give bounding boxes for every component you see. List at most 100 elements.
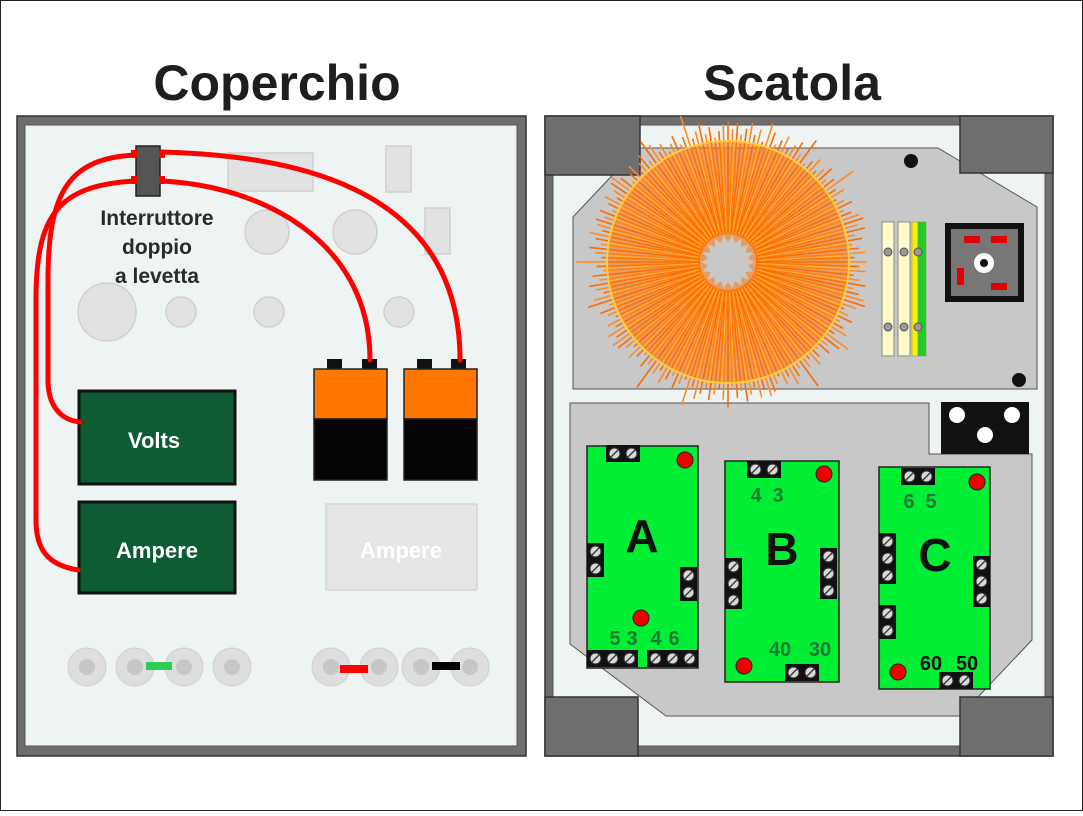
terminal-screw-slot — [684, 588, 693, 597]
toroid-winding — [736, 148, 766, 234]
strip-bar-2 — [897, 221, 911, 357]
toroid-winding — [702, 145, 723, 233]
terminal-screw-slot — [651, 654, 660, 663]
toroid-winding — [747, 173, 809, 241]
jack-hole-7 — [413, 659, 429, 675]
terminal-block — [879, 533, 896, 584]
toroid-winding — [611, 267, 699, 288]
terminal-screw-slot — [625, 654, 634, 663]
battery-2-bottom — [403, 418, 478, 481]
board-c-letter: C — [918, 529, 951, 581]
toroid-winding — [751, 191, 825, 245]
toroid-winding — [652, 284, 710, 355]
toroid-winding — [667, 287, 714, 366]
inlet-pin-3 — [957, 268, 964, 285]
toroid-winding — [752, 277, 829, 328]
board-leds — [632, 451, 986, 681]
board-a-led-2 — [632, 609, 650, 627]
toroid-winding — [714, 143, 726, 233]
toroid-winding — [752, 196, 829, 247]
strip-bar-1 — [881, 221, 895, 357]
toroid-winding — [755, 273, 837, 311]
terminal-block — [587, 543, 604, 577]
toroid-winding — [745, 165, 799, 239]
corner-block-br — [959, 696, 1054, 757]
toroid-winding — [728, 143, 735, 233]
battery-2-terminal-neg — [417, 359, 432, 370]
toroid-winding — [619, 273, 701, 311]
toroid-winding — [748, 282, 813, 347]
jacks — [67, 647, 490, 687]
terminal-screw-slot — [729, 562, 738, 571]
terminal-screw-slot — [960, 676, 969, 685]
terminal-screw-slot — [591, 654, 600, 663]
ghost-knob-1 — [244, 209, 290, 255]
toroid-winding — [756, 224, 842, 254]
terminal-screw-slot — [824, 552, 833, 561]
power-inlet — [945, 223, 1024, 302]
terminal-block — [725, 558, 742, 609]
toroid-winding — [732, 291, 748, 380]
toroid-winding — [610, 242, 699, 258]
toroid-winding — [643, 282, 708, 347]
ghost-ampere-label: Ampere — [360, 538, 442, 563]
terminal-block — [647, 650, 698, 667]
toroid-winding — [667, 158, 714, 237]
socket-hole-2 — [1004, 407, 1020, 423]
double-toggle-switch — [131, 145, 165, 197]
ghost-knob-6 — [383, 296, 415, 328]
jack-hole-3 — [176, 659, 192, 675]
toroid-winding — [627, 196, 704, 247]
socket-hole-3 — [977, 427, 993, 443]
toroid-winding — [757, 255, 847, 262]
toroid-winding — [754, 207, 835, 249]
ghost-ampere-meter — [325, 503, 478, 591]
toroid-winding — [652, 169, 710, 240]
toroid-winding — [743, 161, 794, 238]
terminal-block — [606, 445, 640, 462]
wire-switch-battery1 — [157, 178, 373, 363]
toroid-winding — [749, 281, 817, 343]
toroid-winding — [742, 287, 789, 366]
battery-2-terminal-pos — [451, 359, 466, 370]
lid-title: Coperchio — [153, 55, 400, 111]
board-c-num-top-1: 6 — [903, 491, 914, 513]
toroid-winding — [728, 291, 735, 381]
ghost-knob-3 — [77, 282, 137, 342]
terminal-screw-slot — [943, 676, 952, 685]
box-title: Scatola — [703, 55, 882, 111]
board-a-num-3: 4 — [650, 628, 662, 650]
terminal-screw-slot — [977, 594, 986, 603]
toroid-winding — [657, 165, 711, 239]
ghost-knob-2 — [332, 209, 378, 255]
strip-screw-4 — [883, 322, 893, 332]
board-b-letter: B — [765, 523, 798, 575]
strip-screw-5 — [899, 322, 909, 332]
terminal-block — [785, 664, 819, 681]
terminal-screw-slot — [608, 654, 617, 663]
toroid-winding — [611, 236, 699, 257]
toroid-winding — [696, 146, 721, 234]
ghost-knob-4 — [165, 296, 197, 328]
toroid-winding — [736, 290, 766, 376]
toroid-winding — [612, 269, 700, 294]
board-b-num-bottom-2: 30 — [809, 639, 831, 661]
toroid-winding — [742, 158, 789, 237]
terminal-block — [973, 556, 990, 607]
terminal-screw-slot — [977, 560, 986, 569]
toroid-winding — [662, 286, 713, 363]
board-a-led-1 — [676, 451, 694, 469]
terminal-screw-slot — [668, 654, 677, 663]
relay-boards: A B C 5 3 4 6 4 3 40 30 6 5 60 50 — [586, 445, 991, 690]
terminal-screw-slot — [591, 547, 600, 556]
board-c-num-top-2: 5 — [925, 491, 936, 513]
toggle-switch-body — [135, 145, 161, 197]
volts-meter: Volts — [77, 389, 237, 486]
toroid-winding — [730, 143, 742, 233]
volts-meter-label: Volts — [128, 428, 180, 453]
ghost-rect-3 — [424, 207, 451, 255]
toroid-winding — [631, 191, 705, 245]
ampere-meter-label: Ampere — [116, 538, 198, 563]
toroid-winding — [684, 150, 718, 235]
battery-2 — [403, 359, 478, 481]
